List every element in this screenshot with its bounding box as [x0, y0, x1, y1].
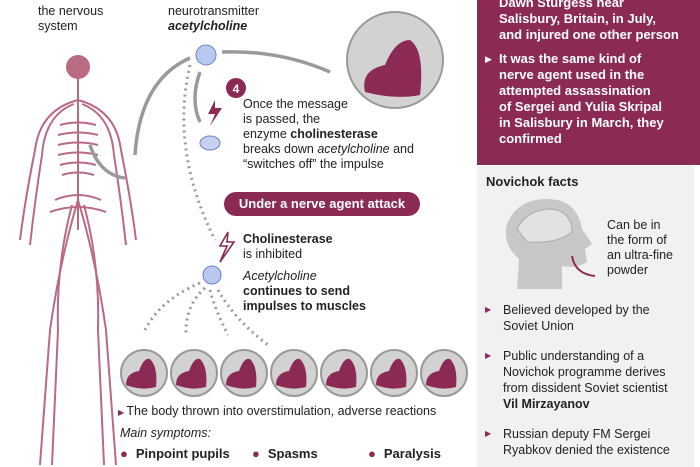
inhibited-text: Cholinesterase is inhibited: [243, 232, 333, 261]
head-profile-icon: [505, 199, 596, 289]
flexed-arm-icon: [326, 358, 357, 389]
flexed-arm-icon: [364, 40, 422, 97]
muscle-row: [120, 349, 468, 397]
lightning-outline-icon: [218, 231, 236, 263]
acetylcholine-molecule-icon: [202, 265, 222, 285]
dotted-arrows: [143, 64, 269, 347]
step4-text: Once the message is passed, the enzyme c…: [243, 97, 414, 171]
flexed-arm-icon: [126, 358, 157, 389]
overstimulation-text: ▶ The body thrown into overstimulation, …: [118, 404, 437, 418]
flexed-arm-icon: [376, 358, 407, 389]
flexed-arm-icon: [276, 358, 307, 389]
flexed-arm-icon: [176, 358, 207, 389]
flexed-arm-icon: [226, 358, 257, 389]
symptoms-title: Main symptoms:: [120, 426, 211, 440]
symptom-item: ●Spasms: [252, 446, 318, 461]
acetylcholine-molecule-icon: [195, 44, 217, 66]
continues-text: Acetylcholine continues to send impulses…: [243, 269, 366, 313]
attack-label: Under a nerve agent attack: [224, 192, 420, 216]
symptom-item: ●Paralysis: [368, 446, 441, 461]
svg-text:4: 4: [233, 82, 240, 96]
symptom-item: ●Pinpoint pupils: [120, 446, 230, 461]
neurotransmitter-caption: neurotransmitter acetylcholine: [168, 4, 260, 33]
diagram-graphics: 4: [19, 11, 468, 466]
facts-title: Novichok facts: [486, 174, 579, 189]
flow-arrows: [88, 50, 331, 180]
lightning-icon: [208, 100, 222, 126]
step-number-badge: [226, 78, 246, 98]
flexed-arm-icon: [426, 358, 457, 389]
human-nervous-system-figure: [19, 55, 137, 466]
nervous-system-caption: the nervous system: [38, 4, 104, 33]
broken-molecule-icon: [199, 135, 221, 151]
